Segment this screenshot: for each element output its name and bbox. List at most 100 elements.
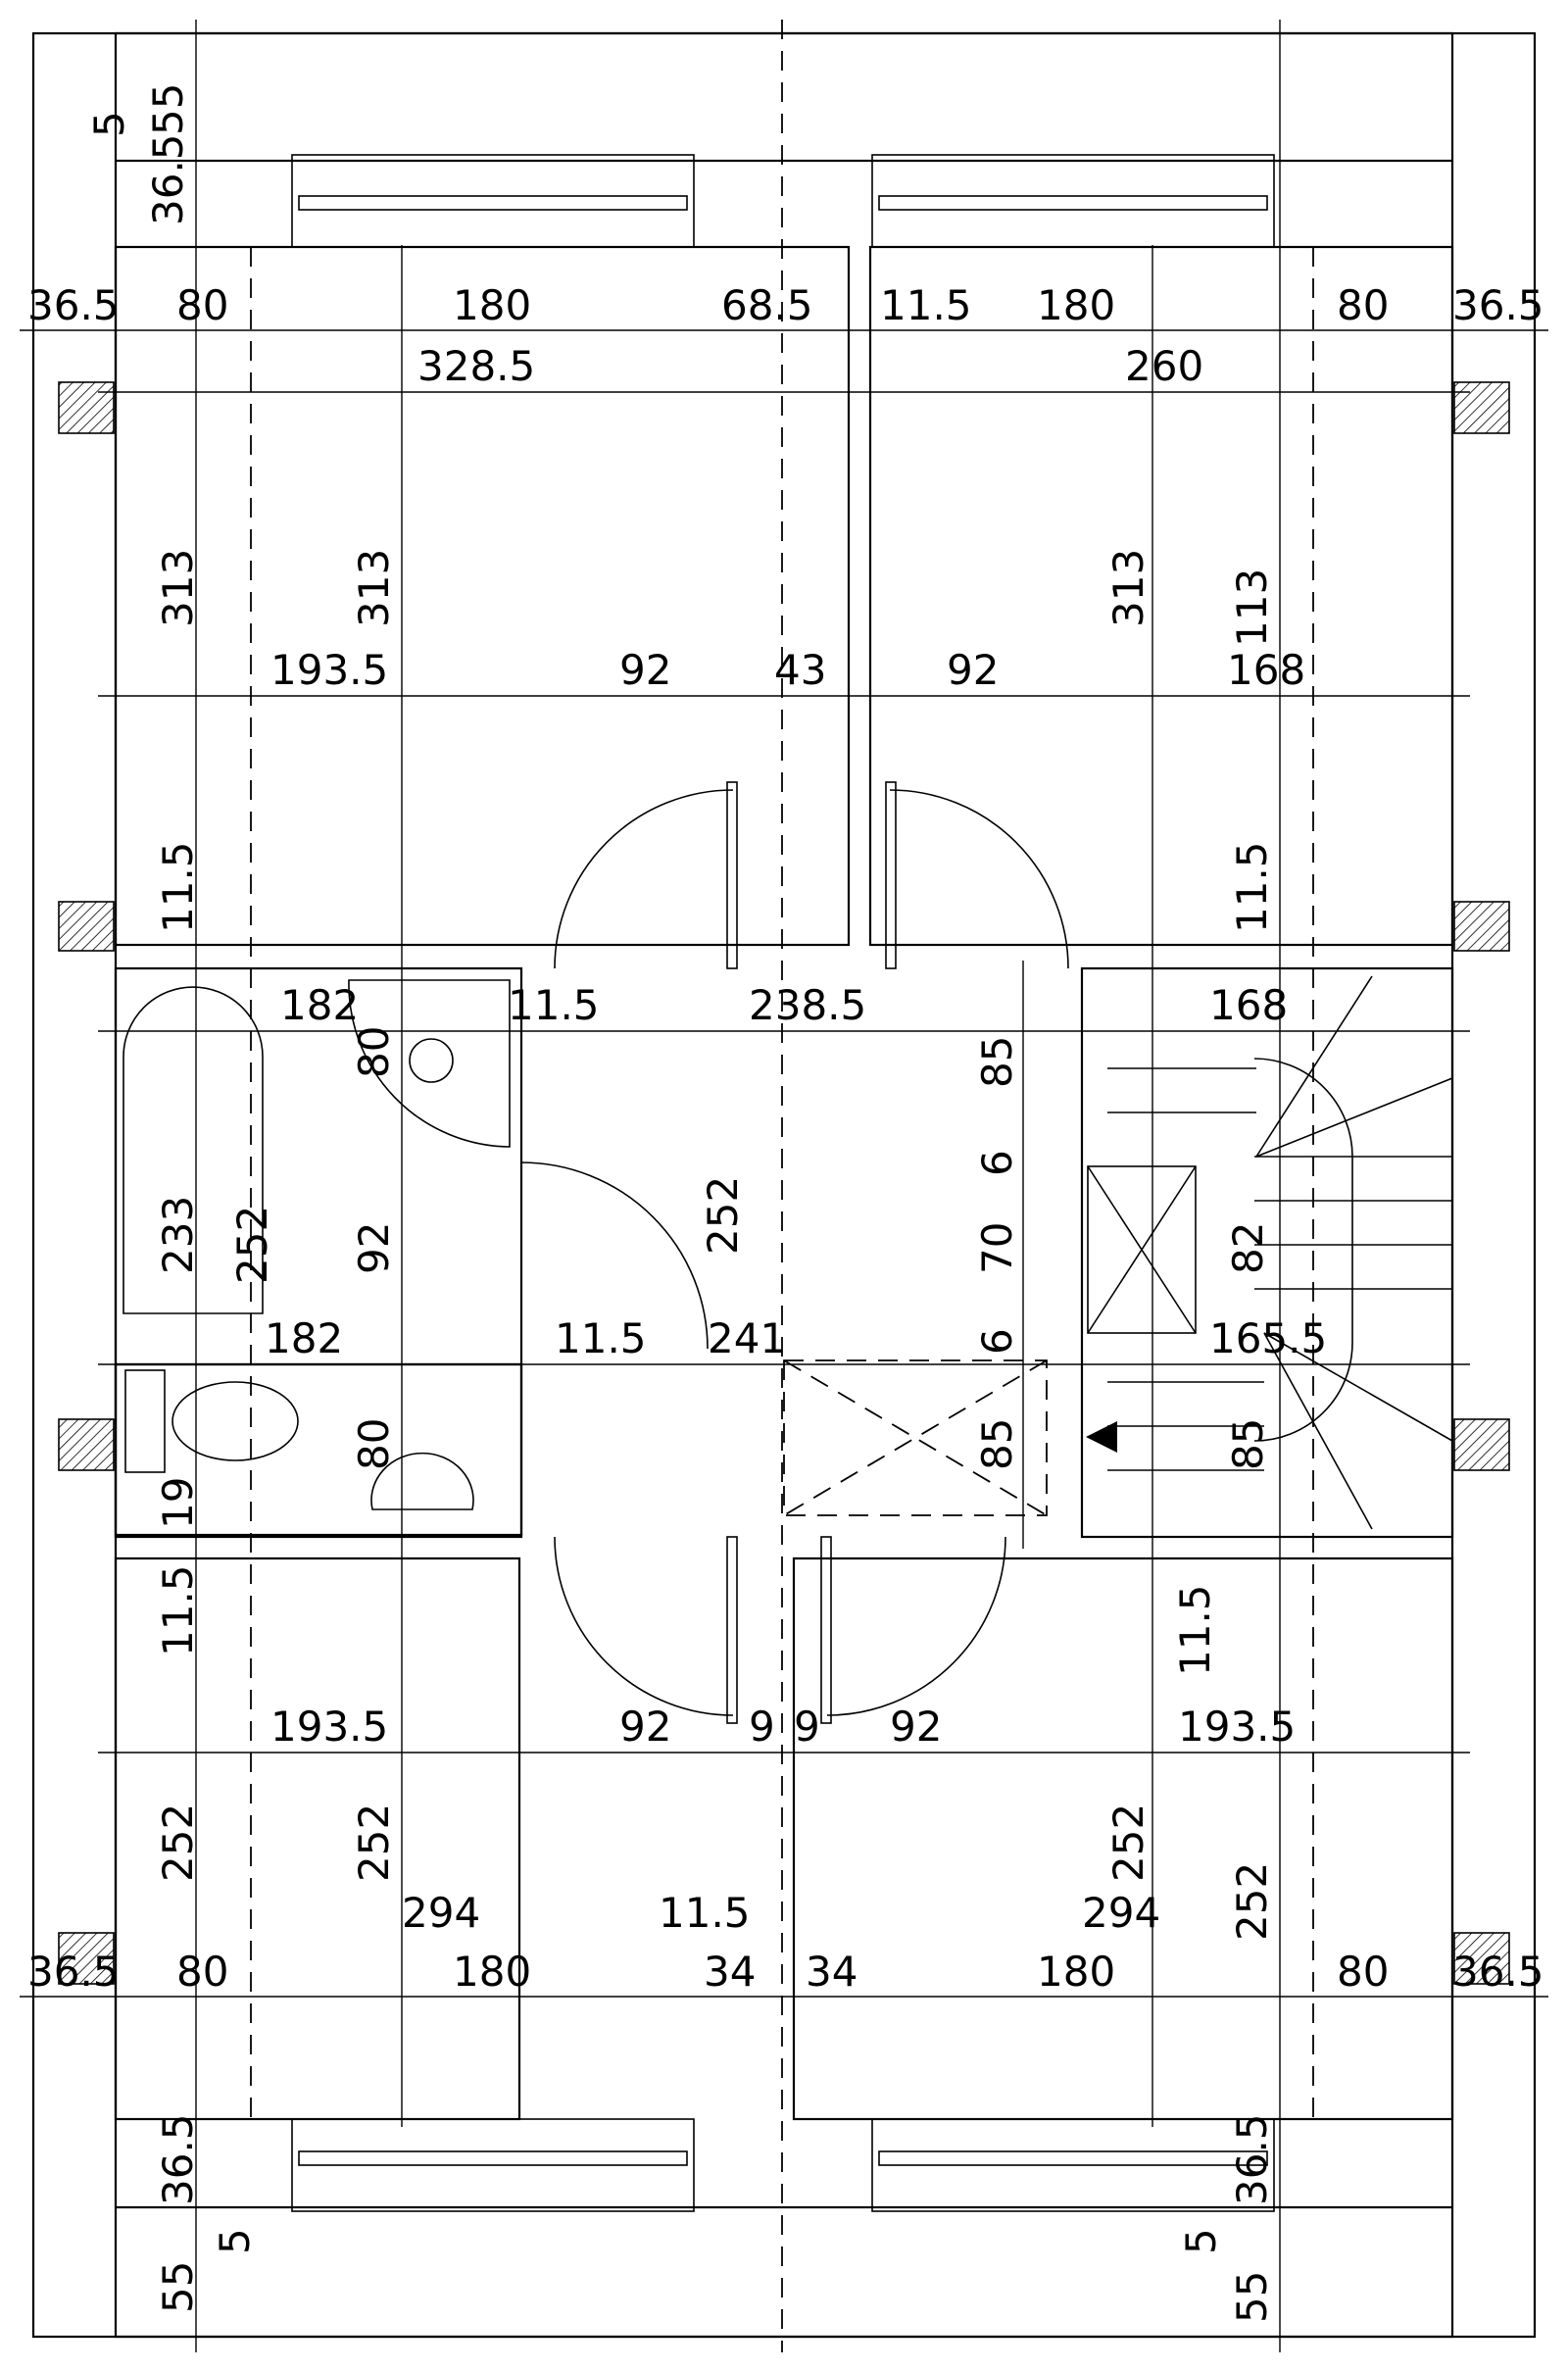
room-bottom-right: [792, 1556, 1454, 2121]
axis-lines: [250, 20, 1314, 2352]
dim-label: 80: [176, 281, 228, 329]
dim-label: 6: [973, 1150, 1021, 1176]
dim-label: 80: [350, 1026, 398, 1078]
chimney-hatches: [58, 381, 1510, 1985]
dim-label: 80: [350, 1418, 398, 1470]
dim-label: 238.5: [749, 981, 866, 1029]
dim-label: 43: [774, 646, 826, 694]
window-top-left: [291, 154, 695, 248]
dim-label: 36.5: [1452, 1948, 1544, 1996]
dim-label: 70: [973, 1222, 1021, 1274]
dim-label: 193.5: [270, 1703, 388, 1751]
dim-label: 11.5: [659, 1889, 751, 1937]
dim-label: 36.5: [1228, 2113, 1276, 2205]
stair-direction-arrow-icon: [1086, 1421, 1117, 1453]
dim-label: 182: [280, 981, 359, 1029]
dim-label: 92: [350, 1222, 398, 1274]
dim-label: 328.5: [417, 342, 535, 390]
dim-label: 85: [973, 1418, 1021, 1470]
dim-label: 252: [228, 1206, 276, 1284]
dim-label: 252: [1228, 1862, 1276, 1941]
dim-label: 36.5: [144, 133, 192, 225]
dim-label: 11.5: [154, 1564, 202, 1656]
dim-label: 252: [350, 1803, 398, 1882]
dim-label: 182: [265, 1314, 343, 1362]
window-top-right: [871, 154, 1275, 248]
dim-label: 19: [154, 1477, 202, 1529]
door-swing: [554, 789, 734, 969]
dim-label: 92: [890, 1703, 942, 1751]
dim-label: 313: [350, 549, 398, 627]
dim-label: 36.5: [27, 281, 120, 329]
stair-treads: [1107, 975, 1453, 1530]
dim-label: 113: [1228, 568, 1276, 647]
dim-label: 260: [1125, 342, 1203, 390]
window-sill: [298, 195, 688, 211]
door-leaf: [885, 781, 897, 969]
dim-label: 82: [1224, 1222, 1272, 1274]
toilet-cistern: [124, 1369, 166, 1473]
stair-handrail: [1253, 1058, 1353, 1442]
bathroom: [114, 966, 523, 1539]
door-swing: [889, 789, 1069, 969]
winder-line: [1255, 975, 1373, 1158]
window-sill: [298, 2150, 688, 2166]
hatch-block: [58, 381, 115, 434]
dim-label: 313: [154, 549, 202, 627]
winder-line: [1263, 1332, 1453, 1442]
room-outlines: [114, 245, 1454, 2121]
dim-label: 9: [794, 1703, 820, 1751]
dim-label: 55: [154, 2261, 202, 2313]
dim-label: 252: [1104, 1803, 1152, 1882]
door-leaf: [820, 1536, 832, 1724]
window-sill: [878, 195, 1268, 211]
room-top-left: [114, 245, 851, 947]
dim-label: 313: [1104, 549, 1152, 627]
chimney-box: [1087, 1165, 1197, 1334]
bottom-gable-wall: [114, 2205, 1454, 2339]
door-swing: [520, 1161, 709, 1350]
dim-label: 180: [1037, 281, 1115, 329]
dim-label: 294: [402, 1889, 480, 1937]
door-leaf: [726, 1536, 738, 1724]
stair-hall: [1080, 966, 1454, 1539]
room-top-right: [868, 245, 1454, 947]
dim-label: 55: [144, 83, 192, 135]
dim-label: 36.5: [1452, 281, 1544, 329]
dim-label: 92: [619, 1703, 671, 1751]
dim-label: 55: [1228, 2271, 1276, 2323]
toilet-bowl-icon: [172, 1381, 299, 1461]
dim-label: 252: [154, 1803, 202, 1882]
dim-label: 233: [154, 1196, 202, 1274]
dim-label: 80: [1337, 281, 1389, 329]
dim-label: 11.5: [880, 281, 972, 329]
dim-label: 9: [749, 1703, 775, 1751]
door-swing: [554, 1536, 734, 1716]
dim-label: 68.5: [721, 281, 813, 329]
dim-label: 5: [1177, 2228, 1225, 2254]
fixtures: [122, 979, 1353, 1516]
dim-label: 11.5: [154, 841, 202, 933]
dim-label: 6: [973, 1328, 1021, 1355]
dim-label: 168: [1209, 981, 1288, 1029]
chimney-cross: [1087, 1165, 1197, 1334]
dim-label: 34: [806, 1948, 858, 1996]
dim-label: 80: [1337, 1948, 1389, 1996]
dim-label: 11.5: [1228, 841, 1276, 933]
dim-label: 180: [1037, 1948, 1115, 1996]
outer-wall-frame: [31, 31, 1537, 2339]
dim-label: 165.5: [1209, 1314, 1327, 1362]
door-swing: [826, 1536, 1006, 1716]
dim-label: 294: [1082, 1889, 1160, 1937]
hatch-block: [58, 1932, 115, 1985]
dim-label: 36.5: [27, 1948, 120, 1996]
dim-label: 92: [947, 646, 999, 694]
dim-label: 85: [973, 1036, 1021, 1088]
stair-opening: [783, 1359, 1048, 1516]
dim-label: 34: [704, 1948, 756, 1996]
dim-label: 241: [708, 1314, 786, 1362]
dim-label: 36.5: [154, 2113, 202, 2205]
dim-label: 252: [699, 1176, 747, 1255]
dimension-labels: 36.5 80 180 68.5 11.5 180 80 36.5 328.5 …: [27, 83, 1544, 2323]
